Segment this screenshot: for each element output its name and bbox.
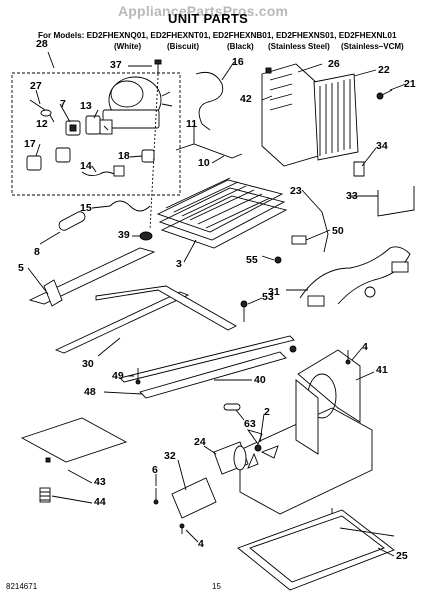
- leveling-foot-drawing: [39, 487, 51, 503]
- callout-part-13: 13: [80, 100, 92, 112]
- support-bracket-drawing: [139, 351, 287, 399]
- drain-pan-drawing: [237, 509, 395, 591]
- callout-part-28: 28: [36, 38, 48, 50]
- callout-part-33: 33: [346, 190, 358, 202]
- callout-part-21: 21: [404, 78, 416, 90]
- callout-part-50: 50: [332, 225, 344, 237]
- callout-part-55: 55: [246, 254, 258, 266]
- callout-part-27: 27: [30, 80, 42, 92]
- callout-part-11: 11: [186, 118, 198, 130]
- callout-part-42: 42: [240, 93, 252, 105]
- callout-part-18: 18: [118, 150, 130, 162]
- compressor-pad-drawing: [20, 417, 128, 463]
- callout-part-10: 10: [198, 157, 210, 169]
- evaporator-cover-drawing: [261, 63, 319, 167]
- tube-drawing: [195, 71, 224, 131]
- coil-tube-drawing: [175, 143, 243, 159]
- callout-part-31: 31: [268, 286, 280, 298]
- callout-part-53: 53: [262, 291, 274, 303]
- callout-part-3: 3: [176, 258, 182, 270]
- variant-white: (White): [114, 42, 142, 51]
- wire-drawing: [321, 211, 329, 253]
- leader-lines: [27, 51, 407, 557]
- heater-tube-drawing: [377, 186, 415, 217]
- base-frame-drawing: [28, 247, 295, 383]
- callout-part-15: 15: [80, 202, 92, 214]
- motor-bracket-drawing: [171, 477, 217, 519]
- callout-part-44: 44: [94, 496, 106, 508]
- callout-part-24: 24: [194, 436, 206, 448]
- callout-part-32: 32: [164, 450, 176, 462]
- callout-part-25: 25: [396, 550, 408, 562]
- coil-drawing: [109, 200, 151, 212]
- callout-part-5: 5: [18, 262, 24, 274]
- fan-shroud-drawing: [239, 349, 373, 515]
- condenser-coil-drawing: [156, 177, 288, 249]
- wire-harness-drawing: [299, 246, 411, 305]
- callout-part-8: 8: [34, 246, 40, 258]
- variant-stainless-steel: (Stainless Steel): [268, 42, 330, 51]
- drier-drawing: [58, 211, 86, 231]
- compressor-drawing: [102, 76, 173, 129]
- callout-part-22: 22: [378, 64, 390, 76]
- callout-part-30: 30: [82, 358, 94, 370]
- start-relay-drawing: [26, 115, 155, 177]
- clip-drawing: [353, 161, 365, 177]
- callout-part-41: 41: [376, 364, 388, 376]
- callout-part-39: 39: [118, 229, 130, 241]
- callout-part-6: 6: [152, 464, 158, 476]
- callout-part-26: 26: [328, 58, 340, 70]
- callout-part-34: 34: [376, 140, 388, 152]
- callout-part-63: 63: [244, 418, 256, 430]
- models-line: For Models: ED2FHEXNQ01, ED2FHEXNT01, ED…: [38, 31, 397, 40]
- callout-part-23: 23: [290, 185, 302, 197]
- page-title: UNIT PARTS: [168, 11, 249, 26]
- callout-part-40: 40: [254, 374, 266, 386]
- fan-blade-drawing: [246, 429, 279, 469]
- page-number: 15: [212, 582, 221, 591]
- callout-part-43: 43: [94, 476, 106, 488]
- callout-part-37: 37: [110, 59, 122, 71]
- callout-part-4-upper: 4: [362, 341, 368, 353]
- callout-part-2: 2: [264, 406, 270, 418]
- callout-part-14: 14: [80, 160, 92, 172]
- fan-motor-drawing: [213, 441, 249, 475]
- callout-part-17: 17: [24, 138, 36, 150]
- callout-part-12: 12: [36, 118, 48, 130]
- callout-part-16: 16: [232, 56, 244, 68]
- document-number: 8214671: [6, 582, 38, 591]
- variant-black: (Black): [227, 42, 254, 51]
- callout-part-49: 49: [112, 370, 124, 382]
- watermark: AppliancePartsPros.com: [118, 3, 289, 19]
- callout-part-7: 7: [60, 98, 66, 110]
- evaporator-drawing: [313, 73, 359, 161]
- callout-part-48: 48: [84, 386, 96, 398]
- callout-part-4-lower: 4: [198, 538, 204, 550]
- variant-stainless-vcm: (Stainless–VCM): [341, 42, 404, 51]
- variant-biscuit: (Biscuit): [167, 42, 199, 51]
